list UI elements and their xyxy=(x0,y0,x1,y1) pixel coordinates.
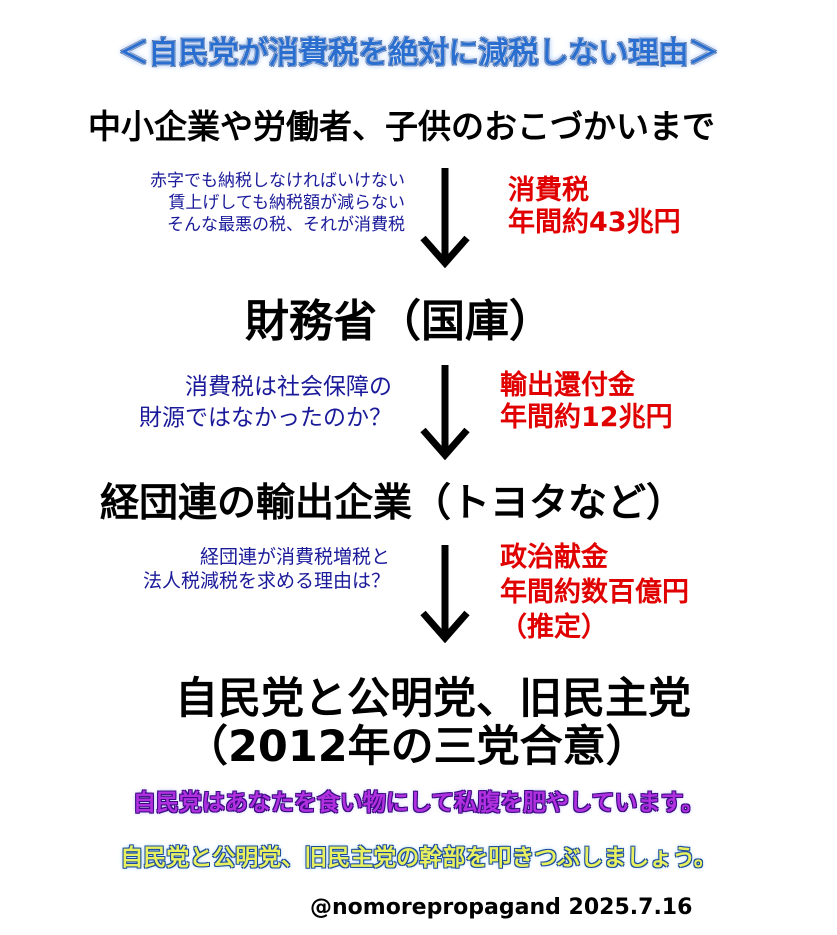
amount-value: 年間約数百億円 xyxy=(500,577,689,608)
parties-agreement: （2012年の三党合意） xyxy=(185,722,649,772)
source-node: 中小企業や労働者、子供のおこづかいまで xyxy=(88,107,715,146)
amount-label: 消費税 xyxy=(508,175,589,206)
amount-value: 年間約43兆円 xyxy=(508,207,681,238)
note: 法人税減税を求める理由は？ xyxy=(142,570,390,592)
step2-notes: 消費税は社会保障の 財源ではなかったのか？ xyxy=(139,372,392,434)
amount-value: 年間約12兆円 xyxy=(500,402,673,433)
step3-notes: 経団連が消費税増税と 法人税減税を求める理由は？ xyxy=(143,545,390,593)
note: 消費税は社会保障の xyxy=(185,374,392,400)
step1-amount: 消費税 年間約43兆円 xyxy=(508,175,681,239)
step3-amount: 政治献金 年間約数百億円 （推定） xyxy=(500,540,689,645)
note: 経団連が消費税増税と xyxy=(199,546,390,568)
amount-note: （推定） xyxy=(500,612,608,643)
exporters-node: 経団連の輸出企業（トヨタなど） xyxy=(100,481,686,526)
down-arrow-icon xyxy=(420,365,470,460)
step1-notes: 赤字でも納税しなければいけない 賃上げしても納税額が減らない そんな最悪の税、そ… xyxy=(150,170,405,236)
amount-label: 政治献金 xyxy=(500,542,608,573)
message-1: 自民党はあなたを食い物にして私腹を肥やしています。 xyxy=(132,790,705,816)
message-2: 自民党と公明党、旧民主党の幹部を叩きつぶしましょう。 xyxy=(120,845,717,871)
down-arrow-icon xyxy=(420,545,470,643)
down-arrow-icon xyxy=(420,168,470,268)
note: 赤字でも納税しなければいけない xyxy=(150,171,405,191)
ministry-node: 財務省（国庫） xyxy=(245,296,553,347)
step2-amount: 輸出還付金 年間約12兆円 xyxy=(500,370,673,434)
note: 財源ではなかったのか？ xyxy=(139,405,392,431)
credit: @nomorepropagand 2025.7.16 xyxy=(310,895,693,920)
parties-node: 自民党と公明党、旧民主党 xyxy=(175,674,691,724)
note: 賃上げしても納税額が減らない xyxy=(168,193,405,213)
amount-label: 輸出還付金 xyxy=(500,370,635,401)
title: ＜自民党が消費税を絶対に減税しない理由＞ xyxy=(118,36,719,71)
note: そんな最悪の税、それが消費税 xyxy=(167,215,405,235)
